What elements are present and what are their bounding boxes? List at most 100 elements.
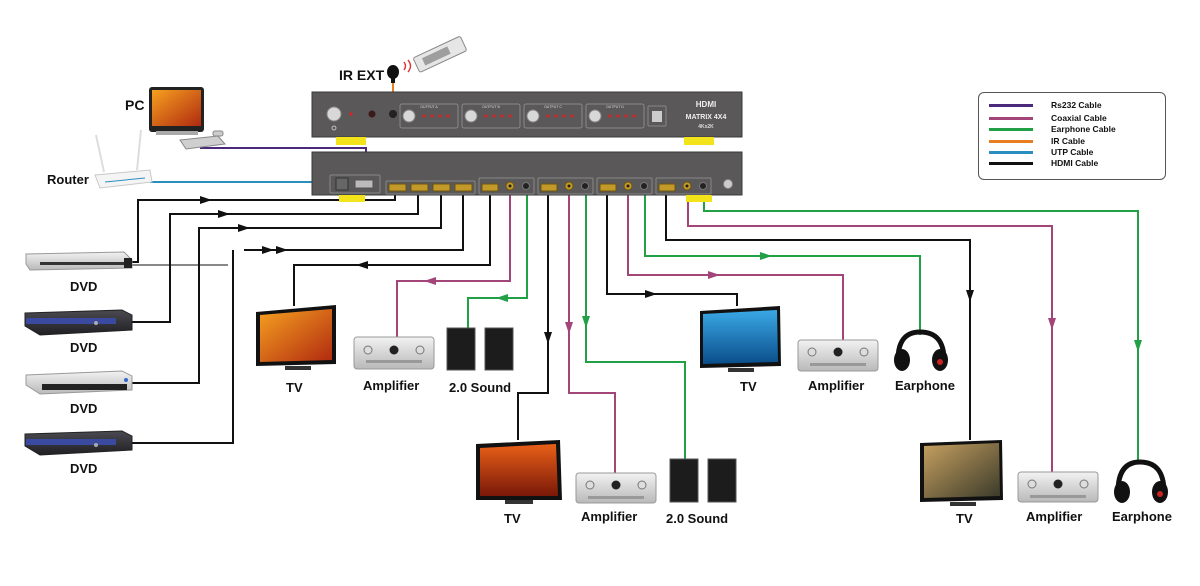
dvd-player-4 — [24, 430, 133, 456]
legend-swatch — [989, 116, 1033, 120]
output-led — [508, 114, 512, 118]
amplifier-c — [797, 339, 879, 372]
hdmi-cable-dvd3 — [132, 192, 442, 384]
arrow-icon — [645, 290, 657, 298]
pc-label: PC — [125, 97, 145, 113]
dvd-label-3: DVD — [70, 401, 98, 416]
legend-label: Earphone Cable — [1051, 124, 1116, 134]
output-led — [446, 114, 450, 118]
feet — [686, 195, 712, 202]
dvd-player-2 — [24, 309, 133, 336]
hdmi-cable-output-d — [665, 192, 971, 440]
output-led — [616, 114, 620, 118]
rear-output-group — [655, 177, 712, 195]
legend-label: IR Cable — [1051, 136, 1086, 146]
speakers-b — [669, 458, 737, 503]
hdmi-cable-output-a — [293, 192, 491, 306]
earphone-cable-output-c — [644, 192, 921, 335]
rear-output-group — [478, 177, 535, 195]
arrow-icon — [708, 271, 720, 279]
coaxial-cable-output-b — [568, 192, 616, 475]
output-led — [632, 114, 636, 118]
arrow-icon — [200, 196, 212, 204]
legend-swatch — [989, 103, 1033, 107]
legend-label: Coaxial Cable — [1051, 113, 1107, 123]
legend-item: Coaxial Cable — [989, 113, 1107, 123]
power-button — [326, 106, 342, 122]
brand-logo: HDMI — [696, 100, 716, 109]
keyboard-icon — [179, 135, 226, 150]
arrow-icon — [424, 277, 436, 285]
front-output-group — [461, 103, 521, 129]
model-label: MATRIX 4X4 — [686, 114, 727, 121]
legend-swatch — [989, 161, 1033, 165]
power-port — [723, 179, 733, 189]
dvd-label-1: DVD — [70, 279, 98, 294]
feet — [684, 137, 714, 145]
output-led — [422, 114, 426, 118]
cable-legend: Rs232 Cable Coaxial Cable Earphone Cable… — [978, 92, 1166, 180]
legend-item: UTP Cable — [989, 147, 1093, 157]
hdmi-output-port — [599, 183, 617, 192]
tv-a — [256, 305, 336, 370]
arrow-icon — [966, 290, 974, 302]
feet — [339, 195, 365, 202]
feet — [336, 137, 366, 145]
coaxial-port-center — [567, 184, 571, 188]
output-select-button — [464, 109, 478, 123]
amplifier-d-label: Amplifier — [1026, 509, 1083, 524]
rs232-port — [354, 179, 374, 189]
arrow-icon — [356, 261, 368, 269]
output-led — [500, 114, 504, 118]
hdmi-cable-dvd1 — [132, 192, 396, 263]
amplifier-a — [353, 336, 435, 370]
arrow-icon — [1048, 318, 1056, 330]
hdmi-input-port — [432, 183, 451, 192]
hdmi-input-port — [388, 183, 407, 192]
rear-output-group — [596, 177, 653, 195]
arrow-icon — [238, 224, 250, 232]
output-led — [570, 114, 574, 118]
earphone-d — [1114, 459, 1168, 503]
ir-sensor — [368, 110, 376, 118]
earphone-cable-output-a — [467, 192, 528, 330]
tv-b — [476, 440, 562, 504]
front-output-label: OUTPUT B — [482, 105, 500, 109]
output-led — [492, 114, 496, 118]
remote-control-icon — [413, 36, 467, 73]
rear-output-group — [537, 177, 594, 195]
dvd-label-4: DVD — [70, 461, 98, 476]
legend-swatch — [989, 127, 1033, 131]
front-output-group — [585, 103, 645, 129]
amplifier-d — [1017, 471, 1099, 503]
power-led — [349, 112, 353, 116]
dvd-label-2: DVD — [70, 340, 98, 355]
legend-label: UTP Cable — [1051, 147, 1094, 157]
dvd-player-3 — [25, 370, 133, 395]
front-output-label: OUTPUT D — [606, 105, 624, 109]
legend-swatch — [989, 139, 1033, 143]
hdmi-cable-output-c — [606, 192, 738, 306]
coaxial-cable-output-c — [627, 192, 844, 340]
coaxial-cable-output-d — [687, 192, 1053, 475]
legend-item: Rs232 Cable — [989, 100, 1102, 110]
hdmi-cable-output-b — [517, 192, 549, 440]
audio-port — [522, 182, 530, 190]
coaxial-cable-output-a — [396, 192, 511, 337]
sound-a-label: 2.0 Sound — [449, 380, 512, 395]
output-led — [554, 114, 558, 118]
router-label: Router — [47, 172, 89, 187]
resolution-label: 4Kx2K — [698, 124, 714, 130]
output-led — [430, 114, 434, 118]
output-select-button — [402, 109, 416, 123]
front-output-group — [399, 103, 459, 129]
front-output-label: OUTPUT A — [420, 105, 438, 109]
coaxial-port-center — [626, 184, 630, 188]
hdmi-input-port — [454, 183, 473, 192]
tv-b-label: TV — [504, 511, 521, 526]
arrow-icon — [496, 294, 508, 302]
ir-extender — [387, 36, 467, 83]
arrow-icon — [276, 246, 288, 254]
arrow-icon — [565, 322, 573, 334]
